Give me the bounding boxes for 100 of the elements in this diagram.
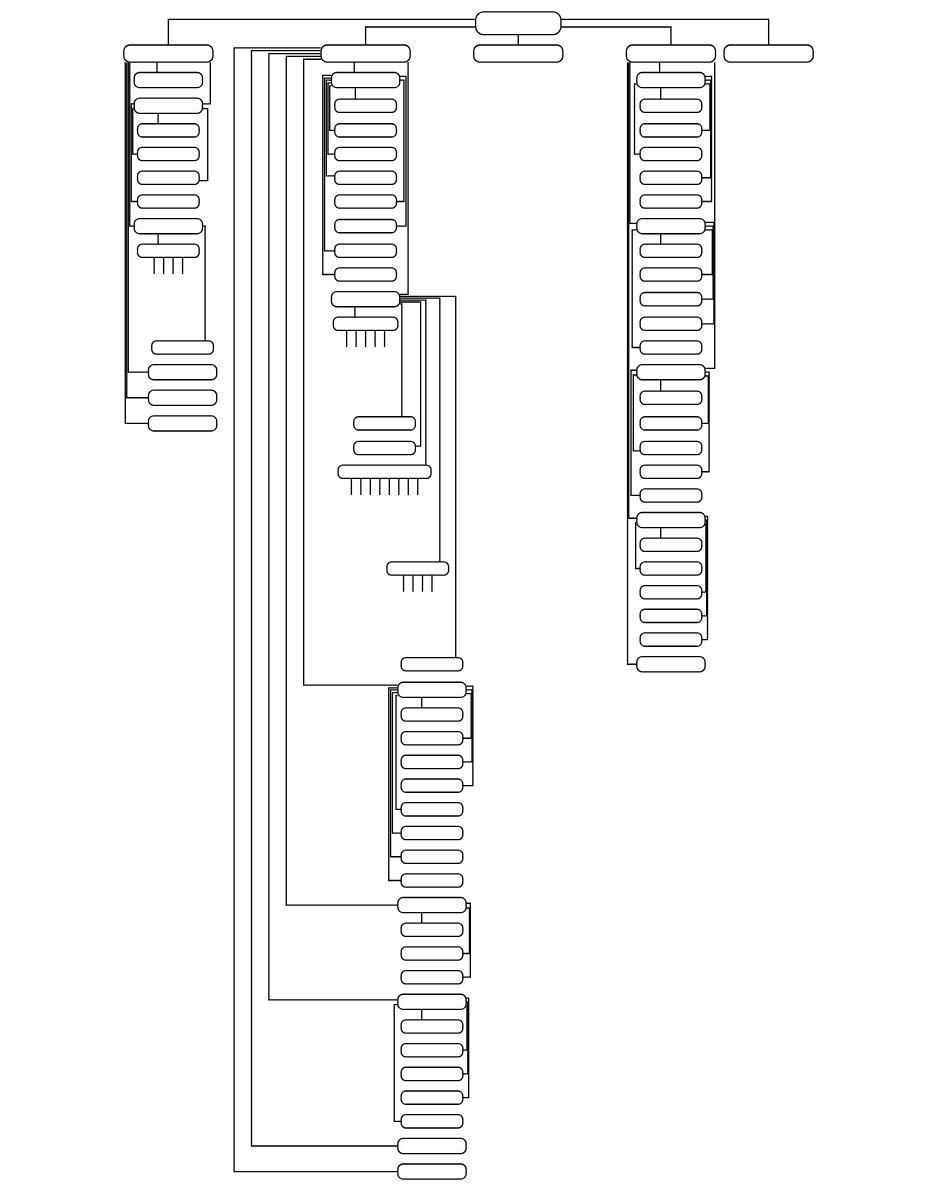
node-box bbox=[400, 1114, 463, 1129]
connector bbox=[198, 107, 208, 182]
node-box bbox=[638, 390, 702, 406]
connector bbox=[155, 61, 158, 74]
connector bbox=[389, 689, 402, 858]
node-box bbox=[352, 416, 416, 431]
node-box bbox=[396, 1163, 467, 1180]
node-box bbox=[136, 194, 200, 209]
connector bbox=[559, 18, 769, 46]
connector bbox=[461, 907, 470, 955]
node-box bbox=[638, 123, 702, 138]
node-box bbox=[333, 218, 397, 234]
connector bbox=[321, 74, 335, 276]
node-box bbox=[150, 340, 214, 355]
node-box bbox=[638, 98, 702, 113]
node-box bbox=[400, 730, 463, 746]
connector bbox=[395, 75, 407, 227]
node-box bbox=[625, 44, 716, 63]
connector bbox=[325, 79, 335, 177]
connector bbox=[398, 299, 426, 466]
node-box bbox=[133, 71, 203, 89]
node-box bbox=[333, 267, 397, 282]
connector bbox=[461, 685, 474, 787]
connector bbox=[633, 83, 641, 155]
node-box bbox=[147, 363, 217, 381]
connector bbox=[700, 371, 710, 473]
node-box bbox=[136, 243, 200, 259]
node-box bbox=[638, 340, 702, 355]
connector bbox=[359, 477, 362, 496]
connector bbox=[461, 693, 472, 739]
connector bbox=[398, 61, 409, 296]
connector bbox=[398, 301, 421, 447]
connector bbox=[323, 77, 335, 252]
connector bbox=[398, 303, 402, 418]
node-box bbox=[638, 267, 702, 282]
node-box bbox=[472, 44, 564, 63]
connector bbox=[364, 26, 476, 46]
node-box bbox=[635, 71, 706, 89]
node-box bbox=[638, 316, 702, 332]
node-box bbox=[635, 363, 706, 381]
node-box bbox=[638, 291, 702, 307]
node-box bbox=[638, 537, 702, 553]
node-box bbox=[333, 194, 397, 209]
connector bbox=[700, 75, 712, 203]
connector bbox=[354, 329, 357, 348]
node-box bbox=[147, 389, 217, 407]
connector bbox=[631, 229, 641, 349]
node-box bbox=[385, 561, 449, 576]
connector bbox=[627, 61, 637, 519]
node-box bbox=[638, 584, 702, 600]
node-box bbox=[635, 656, 706, 673]
connector bbox=[201, 61, 211, 105]
node-box bbox=[332, 316, 398, 332]
connector bbox=[461, 902, 471, 978]
connector bbox=[127, 61, 149, 373]
connector bbox=[704, 61, 715, 370]
node-box bbox=[474, 11, 562, 36]
connector bbox=[411, 574, 414, 593]
connector bbox=[171, 256, 174, 275]
node-box bbox=[330, 290, 400, 308]
connector bbox=[130, 103, 138, 203]
connector bbox=[167, 18, 476, 46]
node-box bbox=[638, 416, 702, 431]
node-box bbox=[722, 44, 814, 63]
node-box bbox=[638, 146, 702, 162]
connector bbox=[461, 1001, 468, 1075]
node-box bbox=[133, 97, 203, 114]
node-box bbox=[635, 511, 706, 529]
connector bbox=[353, 306, 356, 318]
connector bbox=[461, 689, 473, 763]
node-box bbox=[400, 849, 463, 865]
node-box bbox=[396, 1137, 467, 1155]
node-box bbox=[336, 464, 432, 480]
node-box bbox=[638, 632, 702, 647]
connector bbox=[628, 61, 637, 224]
node-box bbox=[147, 415, 217, 432]
connector bbox=[328, 85, 335, 132]
node-box bbox=[122, 44, 214, 63]
connector bbox=[629, 369, 641, 497]
node-box bbox=[638, 194, 702, 209]
connector bbox=[393, 1004, 402, 1122]
connector bbox=[700, 515, 708, 641]
connector bbox=[700, 79, 711, 179]
node-box bbox=[333, 146, 397, 162]
connector bbox=[373, 329, 376, 348]
connector bbox=[560, 26, 672, 46]
node-box bbox=[400, 969, 463, 985]
connector bbox=[394, 694, 402, 810]
node-box bbox=[133, 217, 203, 235]
node-box bbox=[319, 44, 411, 63]
connector bbox=[700, 375, 709, 425]
node-box bbox=[638, 440, 702, 456]
connector bbox=[626, 61, 637, 665]
node-box bbox=[638, 170, 702, 186]
node-box bbox=[136, 170, 200, 186]
node-box bbox=[638, 608, 702, 624]
node-box bbox=[400, 825, 463, 841]
node-box bbox=[333, 170, 397, 186]
node-box bbox=[400, 754, 463, 770]
node-box bbox=[400, 1019, 463, 1034]
